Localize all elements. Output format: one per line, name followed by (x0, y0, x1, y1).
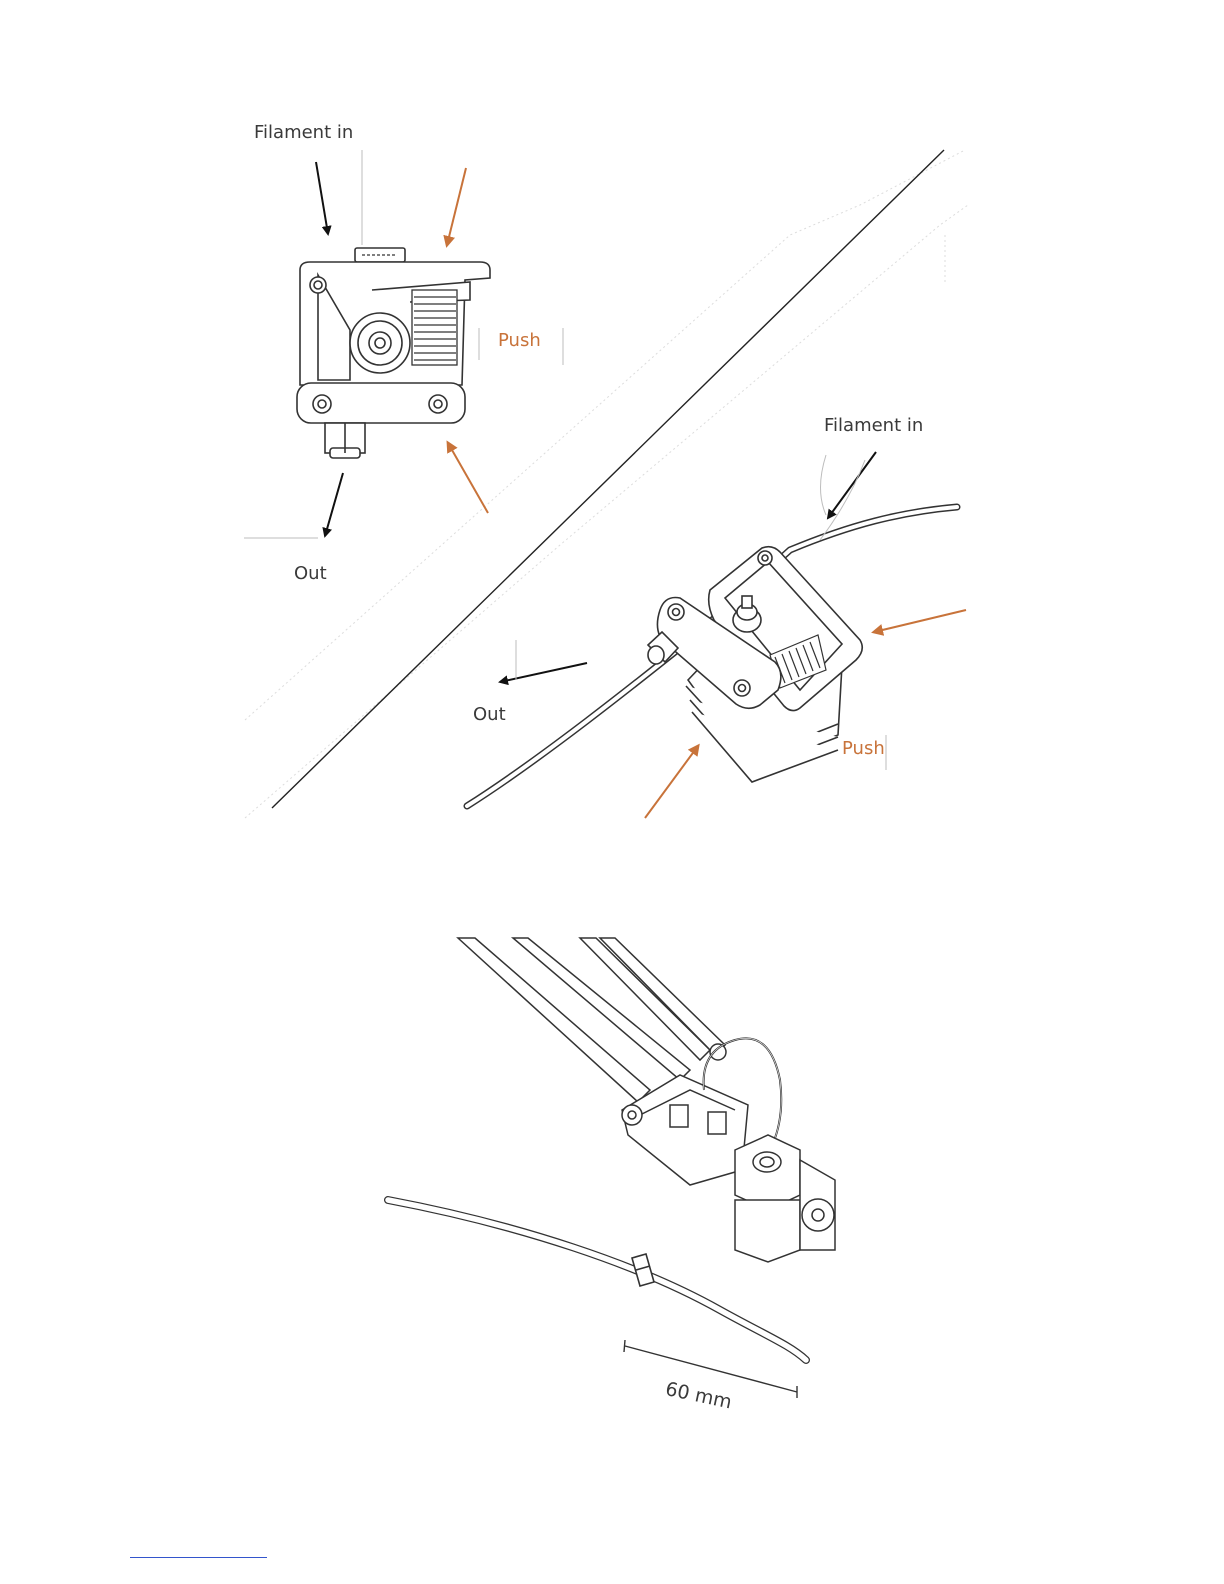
footer-link-rule (130, 1557, 267, 1558)
tube-clip (632, 1254, 654, 1286)
delta-arms (458, 938, 835, 1262)
